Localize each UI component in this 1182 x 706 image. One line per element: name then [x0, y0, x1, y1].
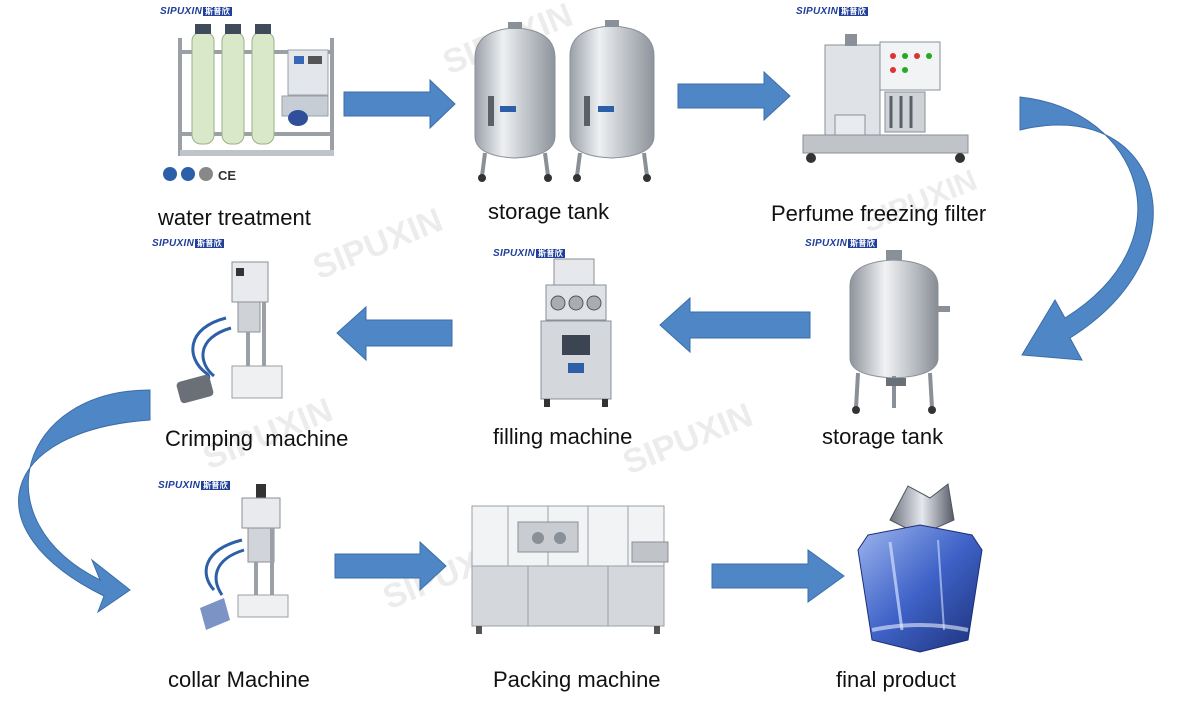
arrow-right [677, 70, 791, 122]
filling-machine-image [536, 255, 616, 410]
arrow-curved-down [18, 389, 151, 614]
water-treatment-image [170, 20, 345, 190]
step-label-collar-machine: collar Machine [168, 667, 310, 692]
step-label-final-product: final product [836, 667, 956, 692]
crimping-machine-image [176, 258, 286, 408]
arrow-curved-down [1019, 96, 1154, 361]
step-label-crimping-machine: Crimping machine [165, 426, 349, 451]
step-label-storage-tank: storage tank [488, 199, 610, 224]
collar-machine-image [182, 480, 292, 640]
step-label-perfume-freezing-filter: Perfume freezing filter [771, 201, 987, 226]
perfume-bottle-image [850, 480, 990, 655]
storage-tank-image [842, 248, 952, 418]
arrow-right [343, 78, 456, 130]
perfume-freezing-filter-image [795, 30, 975, 172]
step-label-packing-machine: Packing machine [493, 667, 661, 692]
arrow-right [334, 540, 447, 592]
storage-tank-image [470, 18, 670, 183]
step-label-water-treatment: water treatment [158, 205, 311, 230]
packing-machine-image [468, 502, 673, 637]
arrow-left [659, 296, 811, 354]
svg-text:CE: CE [218, 168, 236, 183]
certification-icons: CE [162, 165, 242, 185]
arrow-left [336, 305, 453, 362]
step-label-storage-tank: storage tank [822, 424, 944, 449]
arrow-right [711, 549, 845, 603]
step-label-filling-machine: filling machine [493, 424, 633, 449]
